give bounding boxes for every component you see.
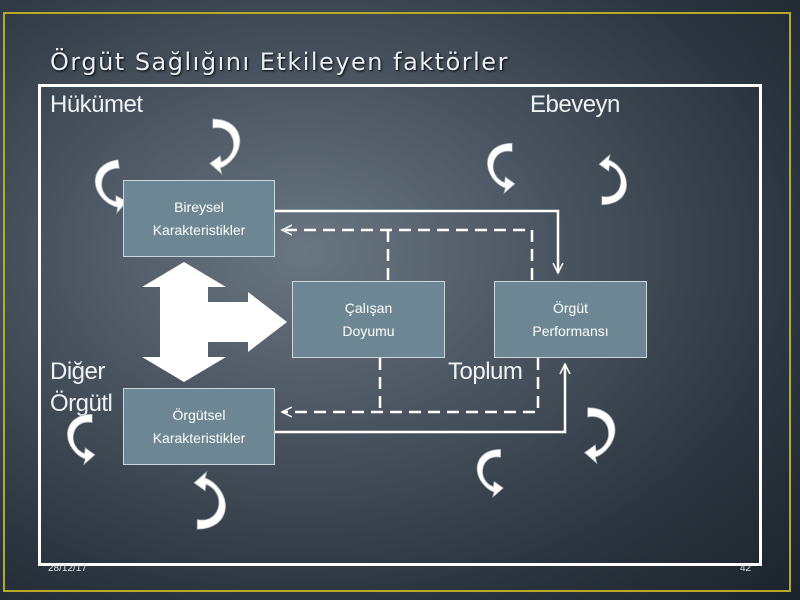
diagram-panel xyxy=(38,84,762,566)
label-society: Toplum xyxy=(448,358,523,385)
slide-border xyxy=(3,12,791,592)
dashed-feedback-to-organizational xyxy=(282,358,540,412)
box-satisfaction-line2: Doyumu xyxy=(342,322,395,339)
box-performance-line2: Performansı xyxy=(532,322,609,339)
box-organizational-line2: Karakteristikler xyxy=(152,429,246,446)
curved-arrow-icon xyxy=(584,407,616,464)
arrow-organizational-to-performance xyxy=(274,364,565,434)
box-organizational-line1: Örgütsel xyxy=(172,406,226,423)
slide-title: Örgüt Sağlığını Etkileyen faktörler xyxy=(50,48,509,76)
block-arrow-icon xyxy=(142,262,287,382)
arrow-individual-to-performance xyxy=(274,209,558,273)
box-organizational-performance: Örgüt Performansı xyxy=(494,281,647,358)
label-government: Hükümet xyxy=(50,91,143,118)
footer-date: 28/12/17 xyxy=(48,563,87,574)
curved-arrow-icon xyxy=(486,142,516,195)
curved-arrow-icon xyxy=(193,471,227,530)
box-performance-line1: Örgüt xyxy=(552,299,588,316)
dashed-feedback-to-individual xyxy=(282,230,534,280)
box-individual-line2: Karakteristikler xyxy=(152,221,246,238)
label-other-orgs-line2: Örgütl xyxy=(50,390,113,417)
box-individual-line1: Bireysel xyxy=(174,198,224,215)
curved-arrow-icon xyxy=(209,118,241,175)
curved-arrow-icon xyxy=(476,448,504,498)
label-parents: Ebeveyn xyxy=(530,91,620,118)
curved-arrow-icon xyxy=(66,413,96,466)
page-number: 42 xyxy=(740,563,752,574)
box-organizational-characteristics: Örgütsel Karakteristikler xyxy=(123,388,275,465)
box-individual-characteristics: Bireysel Karakteristikler xyxy=(123,180,275,257)
box-employee-satisfaction: Çalışan Doyumu xyxy=(292,281,445,358)
curved-arrow-icon xyxy=(598,153,628,206)
label-other-orgs-line1: Diğer xyxy=(50,358,105,385)
box-satisfaction-line1: Çalışan xyxy=(344,299,393,316)
